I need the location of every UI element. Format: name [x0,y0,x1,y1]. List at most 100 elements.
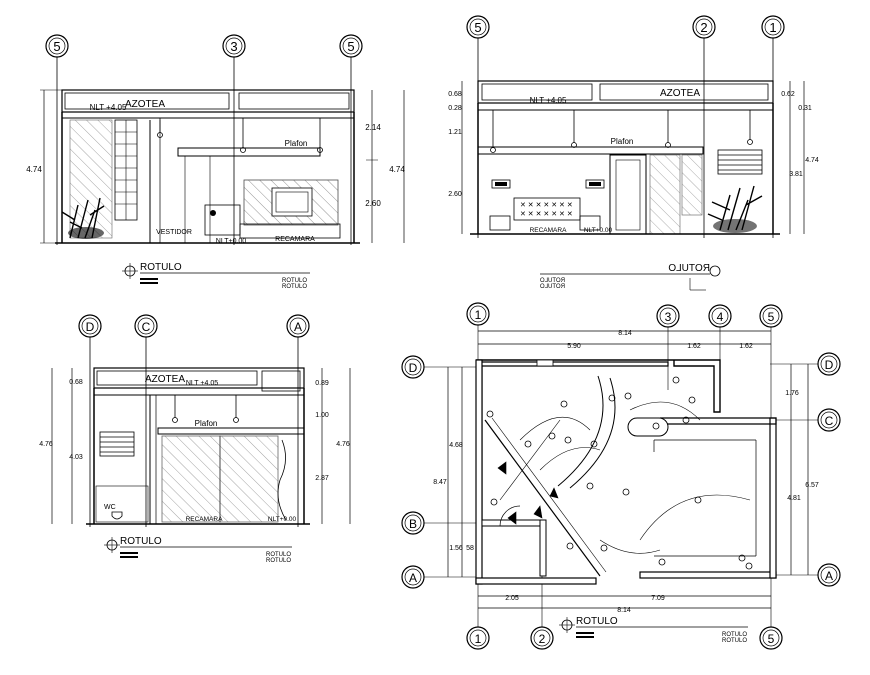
svg-text:D: D [86,320,95,334]
grid-marker-5-e2: 5 [466,15,490,39]
svg-text:✕ ✕ ✕ ✕ ✕ ✕ ✕: ✕ ✕ ✕ ✕ ✕ ✕ ✕ [520,202,573,209]
louver-window [99,431,135,457]
svg-text:1.76: 1.76 [785,390,799,397]
vestidor-label: VESTIDOR [156,229,192,236]
grid-marker-c-plan-right: C [817,408,841,432]
svg-text:4.68: 4.68 [449,442,463,449]
svg-text:AZOTEA: AZOTEA [145,374,185,385]
svg-text:3: 3 [230,39,237,54]
plant-icon [707,185,763,233]
svg-text:5: 5 [768,310,775,324]
svg-text:A: A [294,320,302,334]
dim-total-height: 4.74 [26,165,42,174]
elevation-2: 5 2 1 AZOTEA NLT +4.05 [448,15,819,291]
svg-text:NLT +4.05: NLT +4.05 [530,96,567,105]
svg-text:58: 58 [466,545,474,552]
svg-text:1: 1 [475,632,482,646]
nlt-level-label: NLT +4.05 [90,103,127,112]
svg-text:0.62: 0.62 [781,91,795,98]
grid-marker-1-e2: 1 [761,15,785,39]
louver-window [717,149,763,175]
grid-marker-1-plan-bottom: 1 [466,626,490,650]
brick-column [114,119,138,221]
svg-text:1.56: 1.56 [449,545,463,552]
grid-marker-5-plan-bottom: 5 [759,626,783,650]
svg-text:ROTULO: ROTULO [282,278,307,284]
svg-text:NLT+0.00: NLT+0.00 [584,227,613,234]
svg-text:1.62: 1.62 [739,343,753,350]
svg-text:ROTULO: ROTULO [266,552,291,558]
svg-text:NLT+0.00: NLT+0.00 [268,516,297,523]
svg-text:6.57: 6.57 [805,482,819,489]
svg-text:0.31: 0.31 [798,105,812,112]
svg-text:2.87: 2.87 [315,475,329,482]
svg-text:D: D [825,358,834,372]
svg-text:Plafon: Plafon [195,419,218,428]
svg-text:8.14: 8.14 [618,330,632,337]
light-fixture-icons [486,376,753,570]
title-block-4: ROTULO ROTULO ROTULO [559,616,748,644]
plant-icon [61,197,105,239]
grid-marker-d-plan-right: D [817,352,841,376]
grid-marker-d-plan-left: D [401,355,425,379]
svg-text:5: 5 [474,20,481,35]
grid-marker-2-e2: 2 [692,15,716,39]
svg-text:RECAMARA: RECAMARA [530,227,568,234]
grid-marker-4-plan-top: 4 [708,304,732,328]
title-block-2-mirrored: ROTULO ROTULO ROTULO [540,263,721,291]
svg-text:8.14: 8.14 [617,607,631,614]
dim-upper: 2.14 [365,123,381,132]
svg-text:ROTULO: ROTULO [140,262,182,273]
svg-text:1: 1 [475,308,482,322]
grid-marker-2-plan-bottom: 2 [530,626,554,650]
recamara-label: RECAMARA [275,236,315,243]
svg-text:7.09: 7.09 [651,595,665,602]
grid-marker-1-plan-top: 1 [466,302,490,326]
grid-marker-a-plan-right: A [817,563,841,587]
floor-plan: 1 3 4 5 D B A [401,302,841,650]
svg-text:2.05: 2.05 [505,595,519,602]
svg-text:1: 1 [769,20,776,35]
svg-text:A: A [825,569,833,583]
grid-marker-a-plan-left: A [401,565,425,589]
svg-text:1.21: 1.21 [448,129,462,136]
svg-text:5.90: 5.90 [567,343,581,350]
svg-text:ROTULO: ROTULO [722,638,747,644]
svg-text:Plafon: Plafon [611,137,634,146]
grid-marker-d: D [78,314,102,338]
grid-marker-5-plan-top: 5 [759,304,783,328]
svg-text:0.89: 0.89 [315,380,329,387]
svg-text:2: 2 [700,20,707,35]
dim-lower: 2.60 [365,199,381,208]
svg-text:ROTULO: ROTULO [540,284,565,290]
svg-text:4.74: 4.74 [805,157,819,164]
svg-text:C: C [142,320,151,334]
grid-marker-a: A [286,314,310,338]
svg-text:0.68: 0.68 [448,91,462,98]
svg-text:ROTULO: ROTULO [576,616,618,627]
svg-text:A: A [409,571,417,585]
svg-text:ROTULO: ROTULO [282,284,307,290]
svg-text:4.76: 4.76 [336,441,350,448]
title-block-1: ROTULO ROTULO ROTULO [122,262,310,290]
svg-text:ROTULO: ROTULO [540,278,565,284]
svg-text:5: 5 [53,39,60,54]
svg-text:3: 3 [665,310,672,324]
svg-text:4.81: 4.81 [787,495,801,502]
toilet-icon [111,511,123,520]
grid-marker-5-right: 5 [339,34,363,58]
grid-marker-b-plan-left: B [401,511,425,535]
svg-text:ROTULO: ROTULO [668,263,710,274]
svg-text:1.00: 1.00 [315,412,329,419]
svg-text:B: B [409,517,417,531]
svg-text:5: 5 [347,39,354,54]
grid-marker-3: 3 [222,34,246,58]
svg-text:ROTULO: ROTULO [722,632,747,638]
svg-text:3.81: 3.81 [789,171,803,178]
elevation-1: 5 3 5 AZOTEA NLT +4.05 [26,34,405,290]
svg-text:ROTULO: ROTULO [120,536,162,547]
svg-text:2.60: 2.60 [448,191,462,198]
svg-text:NLT +4.05: NLT +4.05 [186,380,218,387]
azotea-label: AZOTEA [125,99,165,110]
